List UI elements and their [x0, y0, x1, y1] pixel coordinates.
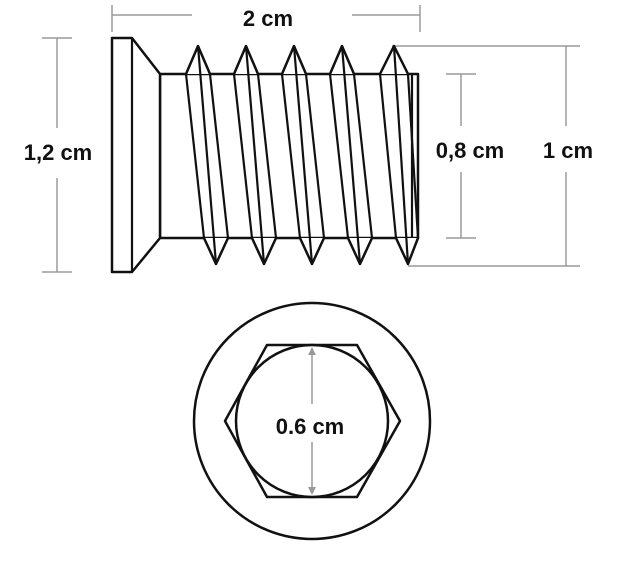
core-diameter-dimension: 0,8 cm — [436, 73, 505, 239]
insert-end-view: 0.6 cm — [192, 301, 432, 541]
insert-side-view — [110, 36, 420, 274]
hex-size-label: 0.6 cm — [276, 414, 345, 439]
threaded-body — [158, 72, 420, 240]
hex-dimension — [308, 347, 316, 495]
head-diameter-dimension: 1,2 cm — [24, 37, 93, 273]
outer-diameter-label: 1 cm — [543, 138, 593, 163]
thread-lines — [184, 45, 420, 265]
length-label: 2 cm — [243, 6, 293, 31]
outer-diameter-dimension: 1 cm — [392, 45, 593, 267]
thread-crests-top — [184, 44, 410, 75]
inner-bore-circle — [234, 343, 390, 499]
length-dimension: 2 cm — [111, 5, 421, 32]
core-diameter-label: 0,8 cm — [436, 138, 505, 163]
head-diameter-label: 1,2 cm — [24, 140, 93, 165]
countersunk-head — [110, 36, 162, 274]
